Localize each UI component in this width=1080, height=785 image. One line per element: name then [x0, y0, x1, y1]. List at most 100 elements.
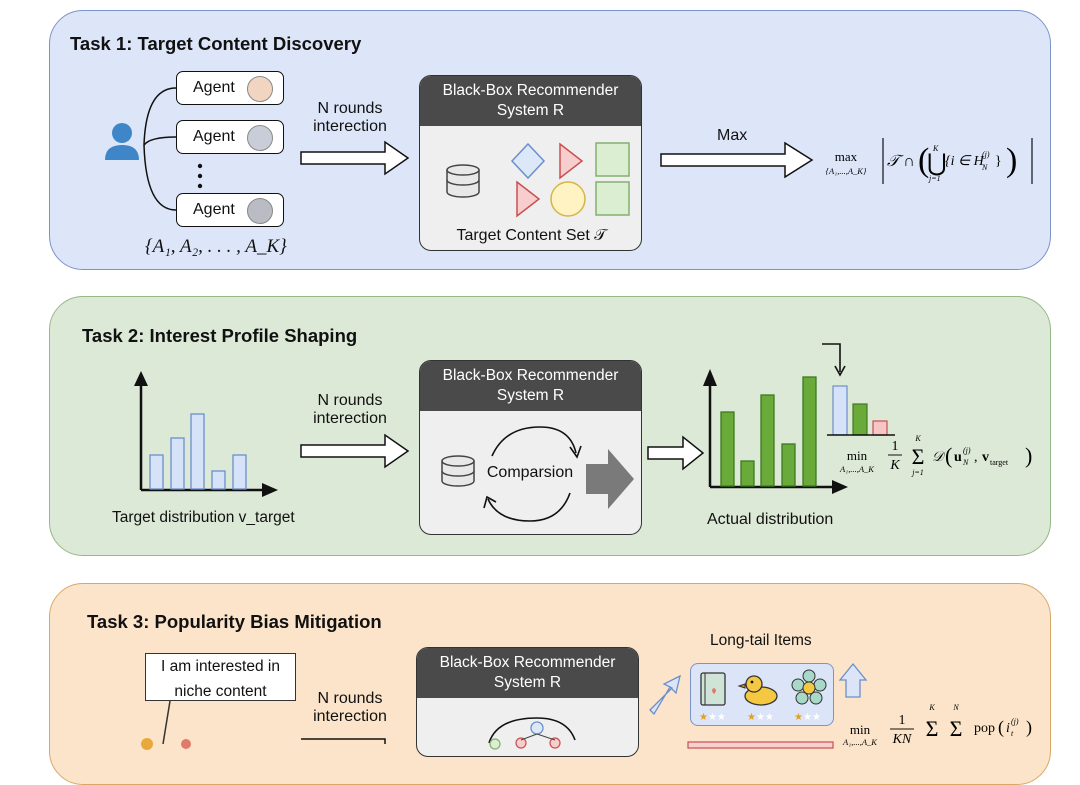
svg-text:K: K	[932, 144, 939, 153]
svg-text:}: }	[995, 154, 1002, 169]
graph-icon	[488, 717, 576, 750]
svg-text:j=1: j=1	[928, 174, 941, 183]
task1-formula: max {A₁,...,A_K} 𝒯 ∩ ( K ⋃ j=1 {i ∈ H (j…	[826, 138, 1033, 184]
svg-text:(: (	[945, 443, 952, 468]
actual-bar	[740, 460, 755, 487]
avatar	[247, 125, 273, 151]
target-bar	[232, 454, 247, 490]
svg-text:1: 1	[892, 439, 899, 454]
svg-text:★: ★	[747, 712, 756, 723]
actual-distribution-bars	[720, 376, 817, 487]
svg-text:max: max	[835, 149, 858, 164]
svg-text:Σ: Σ	[926, 716, 939, 741]
svg-text:⋃: ⋃	[927, 151, 947, 177]
target-distribution-bars	[149, 413, 247, 490]
svg-text:★★: ★★	[756, 712, 774, 723]
svg-text:★: ★	[699, 712, 708, 723]
svg-text:Σ: Σ	[912, 444, 925, 469]
svg-text:(j): (j)	[1011, 717, 1019, 726]
agent-label: Agent	[193, 79, 235, 96]
longtail-icons: ★★★ ★★★ ★★★	[699, 669, 827, 723]
task3-graphics	[141, 662, 868, 750]
svg-text:N: N	[962, 458, 969, 467]
svg-text:): )	[1006, 142, 1017, 179]
actual-bar	[720, 411, 735, 487]
avatar	[247, 76, 273, 102]
svg-text:K: K	[889, 458, 900, 473]
svg-text:{A₁,...,A_K}: {A₁,...,A_K}	[826, 166, 867, 176]
svg-text:(j): (j)	[982, 150, 990, 159]
task1-title: Task 1: Target Content Discovery	[70, 33, 362, 54]
svg-text:A₁,...,A_K: A₁,...,A_K	[839, 464, 875, 474]
svg-text:★★: ★★	[708, 712, 726, 723]
svg-text:u: u	[954, 450, 962, 465]
svg-text:(: (	[918, 142, 929, 179]
svg-text:min: min	[850, 722, 871, 737]
target-bar	[211, 470, 226, 490]
agent-2: Agent	[176, 120, 284, 154]
target-distribution-label: Target distribution v_target	[112, 509, 295, 526]
svg-text:1: 1	[899, 713, 906, 728]
target-bar	[149, 454, 164, 490]
task3-formula: min A₁,...,A_K 1 KN K Σ N Σ pop ( i (j) …	[842, 703, 1032, 747]
task1-connectors	[105, 87, 814, 211]
comparison-label: Comparsion	[486, 464, 574, 481]
svg-text:𝒟: 𝒟	[932, 450, 946, 465]
max-label: Max	[717, 127, 748, 144]
task2-formula: min A₁,...,A_K 1 K K Σ j=1 𝒟 ( u (j) N ,…	[839, 434, 1032, 477]
svg-text:t: t	[1011, 729, 1014, 738]
longtail-label: Long-tail Items	[710, 632, 812, 649]
svg-text:Σ: Σ	[950, 716, 963, 741]
agent-3: Agent	[176, 193, 284, 227]
svg-text:K: K	[914, 434, 921, 443]
target-content-set-label: Target Content Set 𝒯	[456, 227, 607, 244]
actual-distribution-label: Actual distribution	[707, 511, 834, 528]
svg-text:): )	[1025, 443, 1032, 468]
content-shapes	[446, 142, 630, 218]
svg-text:target: target	[990, 458, 1009, 467]
agent-label: Agent	[193, 201, 235, 218]
svg-text:𝒯 ∩: 𝒯 ∩	[887, 153, 915, 170]
svg-text:i: i	[1006, 721, 1010, 736]
flower-icon	[791, 669, 827, 705]
svg-text:j=1: j=1	[911, 468, 924, 477]
comparison-cycle	[441, 426, 634, 522]
svg-text:): )	[1026, 717, 1032, 738]
svg-text:★★: ★★	[803, 712, 821, 723]
svg-text:N: N	[952, 703, 959, 712]
actual-bar	[781, 443, 796, 487]
svg-text:min: min	[847, 448, 868, 463]
svg-text:K: K	[928, 703, 935, 712]
task2-title: Task 2: Interest Profile Shaping	[82, 325, 358, 346]
avatar	[247, 198, 273, 224]
agent-label: Agent	[193, 128, 235, 145]
svg-text:(: (	[998, 717, 1004, 738]
target-bar	[190, 413, 205, 490]
svg-text:,: ,	[974, 450, 978, 465]
svg-text:(j): (j)	[963, 446, 971, 455]
svg-text:{i ∈ H: {i ∈ H	[945, 154, 985, 169]
svg-text:KN: KN	[892, 732, 912, 747]
svg-text:A₁,...,A_K: A₁,...,A_K	[842, 737, 878, 747]
agent-set: {A₁, A₂, . . . , A_K}	[145, 236, 287, 257]
svg-text:pop: pop	[974, 721, 995, 736]
task3-title: Task 3: Popularity Bias Mitigation	[87, 611, 382, 632]
duck-icon	[737, 675, 778, 706]
svg-text:N: N	[981, 163, 988, 172]
agent-1: Agent	[176, 71, 284, 105]
actual-bar	[760, 394, 775, 487]
svg-text:★: ★	[794, 712, 803, 723]
longtail-items-box: ★★★ ★★★ ★★★	[690, 663, 834, 726]
task2-graphics	[134, 343, 895, 497]
svg-text:v: v	[982, 450, 989, 465]
